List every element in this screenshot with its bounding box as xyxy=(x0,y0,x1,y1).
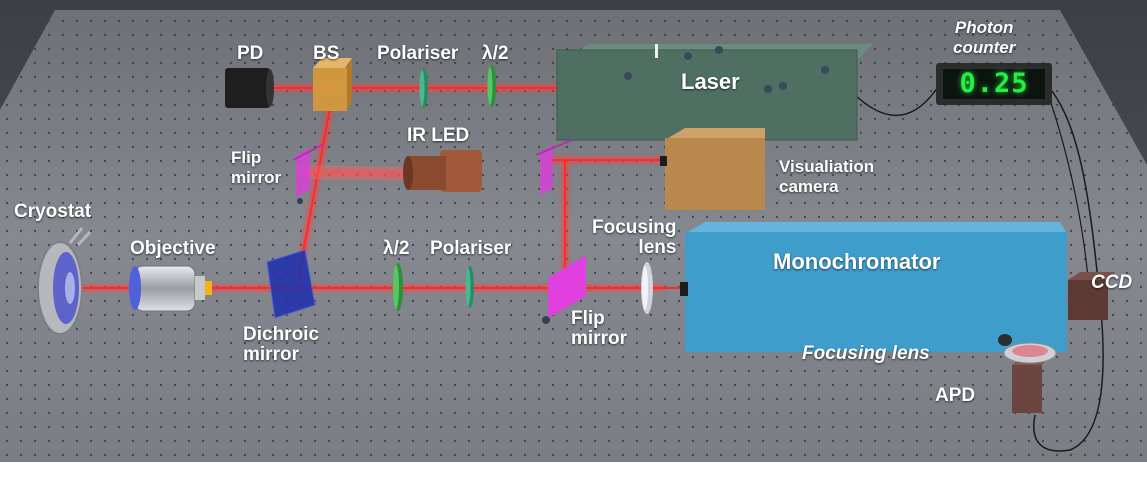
label-ir-led: IR LED xyxy=(407,126,469,146)
label-focusing-lens-top: Focusing lens xyxy=(592,218,676,258)
label-half-wave-top: λ/2 xyxy=(482,44,508,64)
polariser-bottom-optic xyxy=(466,266,475,308)
label-pd: PD xyxy=(237,44,263,64)
label-objective: Objective xyxy=(130,239,216,259)
beam-splitter-cube xyxy=(313,58,352,111)
label-monochromator: Monochromator xyxy=(773,250,940,274)
label-apd: APD xyxy=(935,386,975,406)
label-flip-mirror-right: Flip mirror xyxy=(571,309,627,349)
visualisation-camera-box xyxy=(660,128,765,210)
label-photon-counter: Photon counter xyxy=(953,18,1015,58)
half-wave-plate-bottom-optic xyxy=(393,263,403,311)
label-polariser-top: Polariser xyxy=(377,44,458,64)
monochromator-box xyxy=(680,222,1068,352)
label-polariser-bottom: Polariser xyxy=(430,239,511,259)
label-cryostat: Cryostat xyxy=(14,202,91,222)
label-laser: Laser xyxy=(681,70,740,94)
photodiode xyxy=(225,68,274,108)
half-wave-plate-top-optic xyxy=(488,65,497,107)
label-ccd: CCD xyxy=(1091,273,1132,293)
photon-counter-display: 0.25 xyxy=(941,67,1047,101)
focusing-lens-top-optic xyxy=(641,262,653,314)
label-visualisation-camera: Visualiation camera xyxy=(779,157,874,197)
label-dichroic-mirror: Dichroic mirror xyxy=(243,325,319,365)
label-flip-mirror-left: Flip mirror xyxy=(231,148,281,188)
label-half-wave-bottom: λ/2 xyxy=(383,239,409,259)
ir-led xyxy=(403,150,482,192)
label-focusing-lens-bottom: Focusing lens xyxy=(802,344,930,364)
polariser-top-optic xyxy=(420,68,429,108)
label-bs: BS xyxy=(313,44,339,64)
